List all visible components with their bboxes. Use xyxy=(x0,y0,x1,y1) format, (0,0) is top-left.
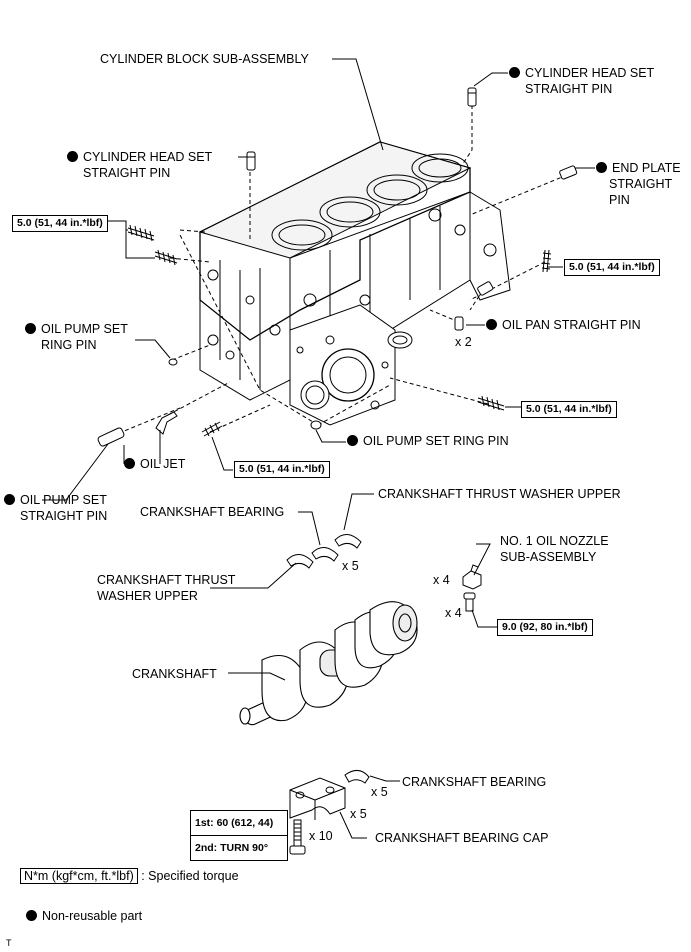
non-reusable-icon xyxy=(26,910,37,921)
non-reusable-icon xyxy=(67,151,78,162)
oil-pan-pin-label: OIL PAN STRAIGHT PIN xyxy=(486,317,641,333)
non-reusable-icon xyxy=(509,67,520,78)
non-reusable-icon xyxy=(347,435,358,446)
cylinder-head-pin-top-label: CYLINDER HEAD SET STRAIGHT PIN xyxy=(509,65,654,97)
torque-cap-bolt-2nd: 2nd: TURN 90° xyxy=(191,835,287,860)
oil-pump-straight-pin-label: OIL PUMP SET STRAIGHT PIN xyxy=(4,492,107,524)
torque-stud-right: 5.0 (51, 44 in.*lbf) xyxy=(564,259,660,276)
bearing-cap-qty: x 5 xyxy=(350,807,367,821)
torque-cap-bolt-1st: 1st: 60 (612, 44) xyxy=(195,817,274,829)
legend-torque-unit: N*m (kgf*cm, ft.*lbf) xyxy=(20,868,138,884)
cylinder-head-pin-left-label: CYLINDER HEAD SET STRAIGHT PIN xyxy=(67,149,212,181)
torque-stud-front: 5.0 (51, 44 in.*lbf) xyxy=(234,461,330,478)
oil-nozzle-bolt-qty: x 4 xyxy=(445,606,462,620)
oil-jet-label: OIL JET xyxy=(124,456,185,472)
torque-cap-bolt-box: 1st: 60 (612, 44) 2nd: TURN 90° xyxy=(190,810,288,861)
cap-bolt-qty: x 10 xyxy=(309,829,333,843)
non-reusable-icon xyxy=(486,319,497,330)
legend-torque: N*m (kgf*cm, ft.*lbf) : Specified torque xyxy=(20,868,239,884)
leader-lines xyxy=(42,58,595,839)
cylinder-block-label: CYLINDER BLOCK SUB-ASSEMBLY xyxy=(100,52,309,66)
bearing-cap-drawing xyxy=(289,770,370,855)
bearing-upper-label: CRANKSHAFT BEARING xyxy=(140,505,285,519)
crankshaft-drawing xyxy=(239,601,418,726)
corner-mark: T xyxy=(6,938,12,948)
oil-nozzle-drawing xyxy=(462,564,482,612)
bearing-lower-label: CRANKSHAFT BEARING xyxy=(402,775,547,789)
oil-pan-pin-qty: x 2 xyxy=(455,335,472,349)
torque-stud-left: 5.0 (51, 44 in.*lbf) xyxy=(12,215,108,232)
torque-stud-front-right: 5.0 (51, 44 in.*lbf) xyxy=(521,401,617,418)
thrust-washer-upper-right-label: CRANKSHAFT THRUST WASHER UPPER xyxy=(378,487,621,501)
pins-and-studs xyxy=(97,87,578,447)
legend-non-reusable: Non-reusable part xyxy=(26,908,142,924)
cylinder-block-drawing xyxy=(198,141,511,426)
crankshaft-label: CRANKSHAFT xyxy=(132,667,217,681)
non-reusable-icon xyxy=(4,494,15,505)
non-reusable-icon xyxy=(25,323,36,334)
non-reusable-icon xyxy=(124,458,135,469)
end-plate-pin-label: END PLATE STRAIGHT PIN xyxy=(596,160,681,208)
non-reusable-icon xyxy=(596,162,607,173)
bearing-cap-label: CRANKSHAFT BEARING CAP xyxy=(375,831,549,845)
bearing-upper-qty: x 5 xyxy=(342,559,359,573)
oil-pump-ring-pin-label: OIL PUMP SET RING PIN xyxy=(347,433,509,449)
torque-nozzle-bolt: 9.0 (92, 80 in.*lbf) xyxy=(497,619,593,636)
bearing-lower-qty: x 5 xyxy=(371,785,388,799)
oil-pump-ring-pin-left-label: OIL PUMP SET RING PIN xyxy=(25,321,128,353)
oil-nozzle-qty: x 4 xyxy=(433,573,450,587)
legend-torque-desc: : Specified torque xyxy=(141,869,239,883)
